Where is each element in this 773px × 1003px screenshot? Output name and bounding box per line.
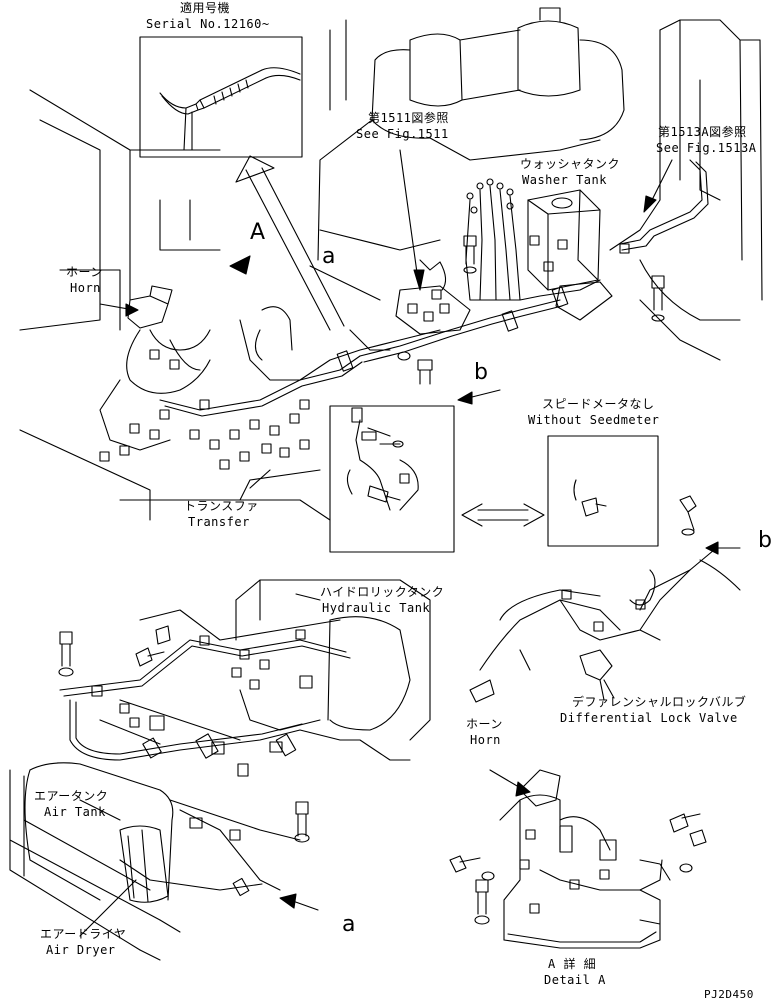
diff-lock-label-jp: デファレンシャルロックバルブ [572, 695, 747, 709]
air-tank-area [10, 763, 180, 960]
detail-a-label-jp: A 詳 細 [548, 957, 597, 971]
speedometer-label-en: Without Seedmeter [528, 413, 660, 427]
serial-label-en: Serial No.12160~ [146, 17, 270, 31]
leader-lines-upper [100, 150, 740, 554]
horn2-label-jp: ホーン [466, 717, 503, 731]
air-dryer-label-en: Air Dryer [46, 943, 116, 957]
engine-compartment [318, 8, 762, 360]
marker-A: A [250, 220, 266, 245]
detail-b-box [330, 406, 454, 552]
air-dryer-label-jp: エアードライヤ [40, 927, 127, 941]
differential-lock-area [470, 496, 740, 702]
fig1513a-label-jp: 第1513A図参照 [658, 125, 747, 139]
air-tank-label-en: Air Tank [44, 805, 106, 819]
hydraulic-tank-label-en: Hydraulic Tank [322, 601, 431, 615]
marker-a-bottom: a [342, 912, 356, 937]
marker-a-top: a [322, 244, 336, 269]
diff-lock-label-en: Differential Lock Valve [560, 711, 738, 725]
drawing-code: PJ2D450 [704, 988, 754, 1001]
washer-tank-label-en: Washer Tank [522, 173, 607, 187]
horn2-label-en: Horn [470, 733, 501, 747]
serial-label-jp: 適用号機 [179, 1, 230, 15]
double-arrow [462, 504, 544, 526]
hydraulic-tank-label-jp: ハイドロリックタンク [320, 585, 445, 599]
transfer-label-en: Transfer [188, 515, 250, 529]
serial-inset-box [140, 37, 302, 157]
marker-b-right: b [758, 528, 773, 553]
horn-label-jp: ホーン [66, 265, 103, 279]
air-tank-label-jp: エアータンク [34, 789, 109, 803]
horn-label-en: Horn [70, 281, 101, 295]
detail-a-label-en: Detail A [544, 973, 606, 987]
without-speedometer-box [548, 436, 658, 546]
fig1513a-label-en: See Fig.1513A [656, 141, 757, 155]
speedometer-label-jp: スピードメータなし [542, 397, 655, 411]
leader-lines-lower [80, 594, 614, 936]
hydraulic-tank-area [59, 580, 430, 896]
fig1511-label-en: See Fig.1511 [356, 127, 449, 141]
fig1511-label-jp: 第1511図参照 [368, 111, 449, 125]
marker-b-mid: b [474, 360, 489, 385]
transfer-label-jp: トランスファ [184, 499, 259, 513]
upper-harness [20, 90, 664, 520]
detail-a-area [450, 770, 706, 948]
washer-tank-label-jp: ウォッシャタンク [520, 157, 621, 171]
